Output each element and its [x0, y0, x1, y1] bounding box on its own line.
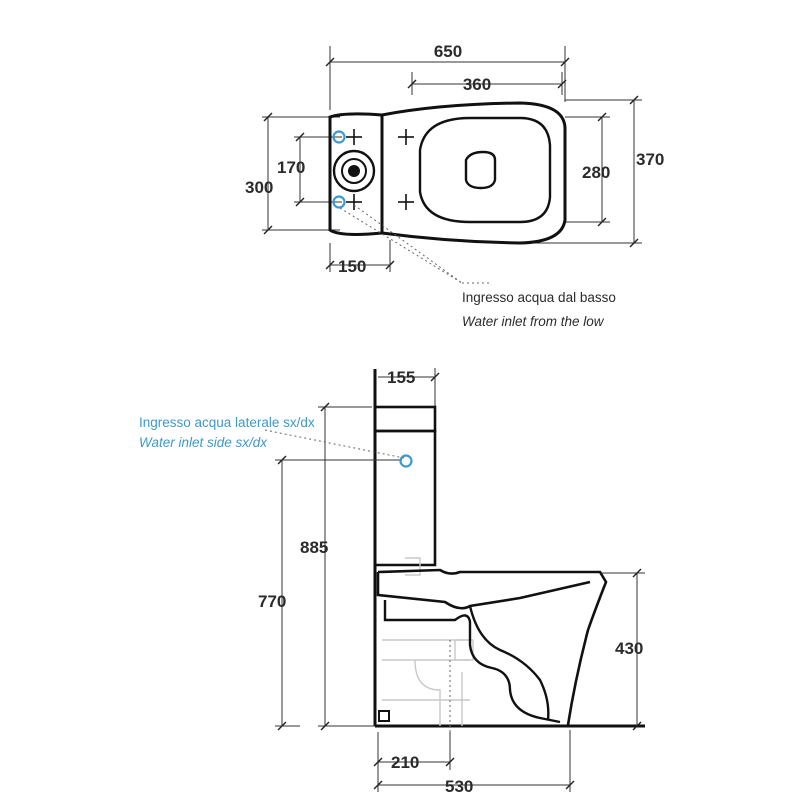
dim-overall-length: 650 [434, 42, 462, 61]
dim-total-depth: 530 [445, 777, 473, 796]
dim-bowl-length: 360 [463, 75, 491, 94]
dim-total-height: 885 [300, 538, 328, 557]
side-view-dimension-lines [275, 368, 645, 792]
top-view: 650 360 370 280 300 170 150 Ingresso acq… [245, 42, 664, 329]
cistern [373, 405, 437, 576]
dim-inlet-offset: 150 [338, 257, 366, 276]
side-inlet-leader-line [264, 429, 405, 459]
dim-bowl-height: 430 [615, 639, 643, 658]
seat-outline [418, 116, 552, 224]
bowl-profile [376, 568, 608, 726]
dim-inlet-spacing: 170 [277, 158, 305, 177]
inlet-note-top-en: Water inlet from the low [462, 314, 605, 329]
fixing-point-icon [346, 129, 414, 210]
fixing-bracket-icon [378, 710, 390, 722]
inlet-marker-icon [332, 130, 346, 209]
top-view-outline [328, 101, 567, 245]
side-view: 155 885 770 430 210 530 Ingresso acqua l… [139, 368, 645, 796]
hidden-drain-pipe [382, 639, 474, 735]
flush-valve-icon [332, 149, 376, 193]
bowl-outlet [464, 150, 497, 190]
dim-cistern-depth: 155 [387, 368, 415, 387]
trapway [383, 600, 561, 724]
inlet-leader-lines [339, 204, 490, 284]
dim-drain-offset: 210 [391, 753, 419, 772]
inlet-note-side-en: Water inlet side sx/dx [139, 435, 268, 450]
dim-fixing-width: 300 [245, 178, 273, 197]
dim-inlet-height: 770 [258, 592, 286, 611]
inlet-note-side-it: Ingresso acqua laterale sx/dx [139, 415, 315, 430]
inlet-note-top-it: Ingresso acqua dal basso [462, 290, 616, 305]
side-inlet-marker-icon [399, 454, 413, 468]
dim-bowl-width: 280 [582, 163, 610, 182]
top-view-dimension-lines [262, 46, 642, 272]
dim-overall-width: 370 [636, 150, 664, 169]
